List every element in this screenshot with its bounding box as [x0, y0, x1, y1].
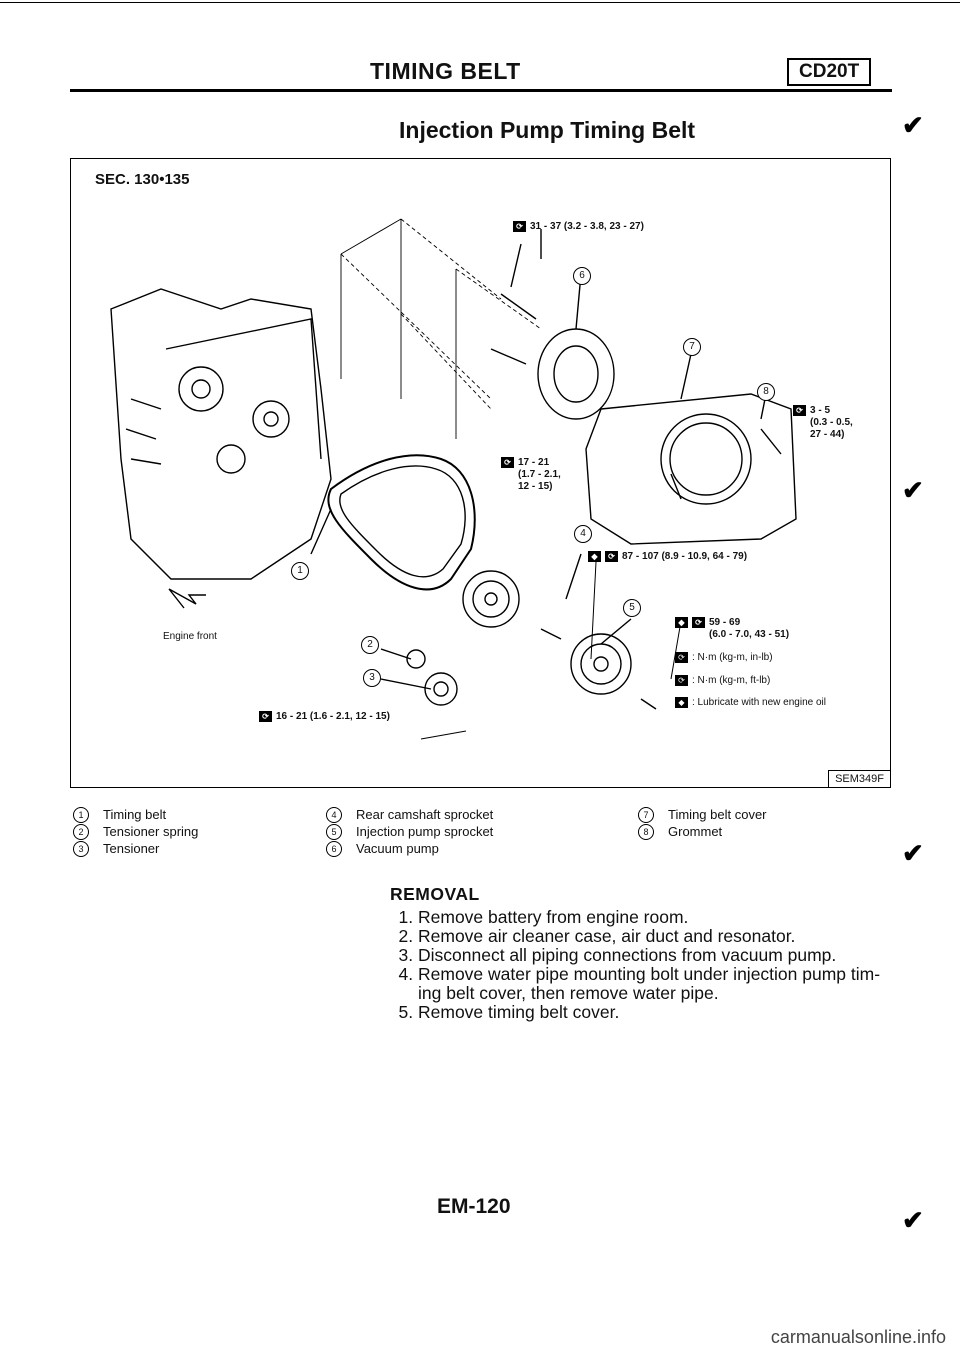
key-lubricate: ◆: Lubricate with new engine oil [675, 697, 826, 709]
removal-section: REMOVAL Remove battery from engine room.… [390, 885, 890, 1022]
torque-spec-grommet-bolt: ⟳3 - 5 (0.3 - 0.5, 27 - 44) [793, 405, 853, 441]
timing-belt [327, 454, 476, 591]
engine-code-badge: CD20T [787, 58, 872, 86]
torque-spec-camshaft-sprocket: ◆⟳87 - 107 (8.9 - 10.9, 64 - 79) [588, 551, 747, 563]
section-subtitle: Injection Pump Timing Belt [399, 117, 696, 143]
exploded-diagram-figure: SEC. 130•135 [70, 158, 891, 788]
callout-7: 7 [683, 338, 701, 356]
oil-can-icon: ◆ [675, 617, 688, 628]
torque-wrench-icon: ⟳ [513, 221, 526, 232]
torque-wrench-icon: ⟳ [605, 551, 618, 562]
callout-5: 5 [623, 599, 641, 617]
torque-wrench-icon: ⟳ [259, 711, 272, 722]
removal-step: Remove water pipe mounting bolt under in… [418, 965, 890, 1003]
engine-block [110, 288, 332, 580]
rear-camshaft-sprocket [462, 570, 520, 628]
torque-spec-bolt-17-21: ⟳17 - 21 (1.7 - 2.1, 12 - 15) [501, 457, 561, 493]
page-title: TIMING BELT [370, 58, 521, 84]
torque-wrench-icon: ⟳ [692, 617, 705, 628]
diagram-drawing [110, 218, 797, 740]
torque-spec-pump-sprocket: ◆⟳59 - 69 (6.0 - 7.0, 43 - 51) [675, 617, 789, 641]
engine-front-label: Engine front [163, 631, 217, 642]
callout-6: 6 [573, 267, 591, 285]
key-newton-meter-inlb: ⟳: N·m (kg-m, in-lb) [675, 652, 773, 664]
removal-heading: REMOVAL [390, 884, 480, 904]
torque-wrench-icon: ⟳ [501, 457, 514, 468]
callout-1: 1 [291, 562, 309, 580]
callout-3: 3 [363, 669, 381, 687]
injection-pump-sprocket [570, 633, 632, 695]
check-mark-icon: ✔ [902, 475, 924, 505]
tensioner [424, 672, 458, 706]
callout-4: 4 [574, 525, 592, 543]
oil-can-icon: ◆ [675, 697, 688, 708]
vacuum-pump [537, 328, 615, 420]
check-mark-icon: ✔ [902, 838, 924, 868]
engine-front-arrow [168, 588, 206, 609]
removal-step: Remove timing belt cover. [418, 1003, 890, 1022]
header-rule [70, 89, 892, 92]
section-reference: SEC. 130•135 [95, 171, 190, 188]
check-mark-icon: ✔ [902, 1205, 924, 1235]
removal-step: Remove air cleaner case, air duct and re… [418, 927, 890, 946]
callout-8: 8 [757, 383, 775, 401]
check-mark-icon: ✔ [902, 110, 924, 140]
torque-wrench-icon: ⟳ [675, 652, 688, 663]
torque-wrench-icon: ⟳ [793, 405, 806, 416]
torque-wrench-icon: ⟳ [675, 675, 688, 686]
torque-spec-tensioner: ⟳16 - 21 (1.6 - 2.1, 12 - 15) [259, 711, 390, 723]
callout-2: 2 [361, 636, 379, 654]
oil-can-icon: ◆ [588, 551, 601, 562]
key-newton-meter-ftlb: ⟳: N·m (kg-m, ft-lb) [675, 675, 770, 687]
torque-spec-vacuum-pump: ⟳31 - 37 (3.2 - 3.8, 23 - 27) [513, 221, 644, 233]
removal-steps: Remove battery from engine room. Remove … [390, 908, 890, 1022]
watermark: carmanualsonline.info [770, 1327, 946, 1347]
removal-step: Disconnect all piping connections from v… [418, 946, 890, 965]
page-number: EM-120 [437, 1195, 511, 1218]
top-rule [0, 2, 960, 3]
tensioner-spring [406, 649, 426, 669]
removal-step: Remove battery from engine room. [418, 908, 890, 927]
figure-code: SEM349F [828, 770, 890, 787]
